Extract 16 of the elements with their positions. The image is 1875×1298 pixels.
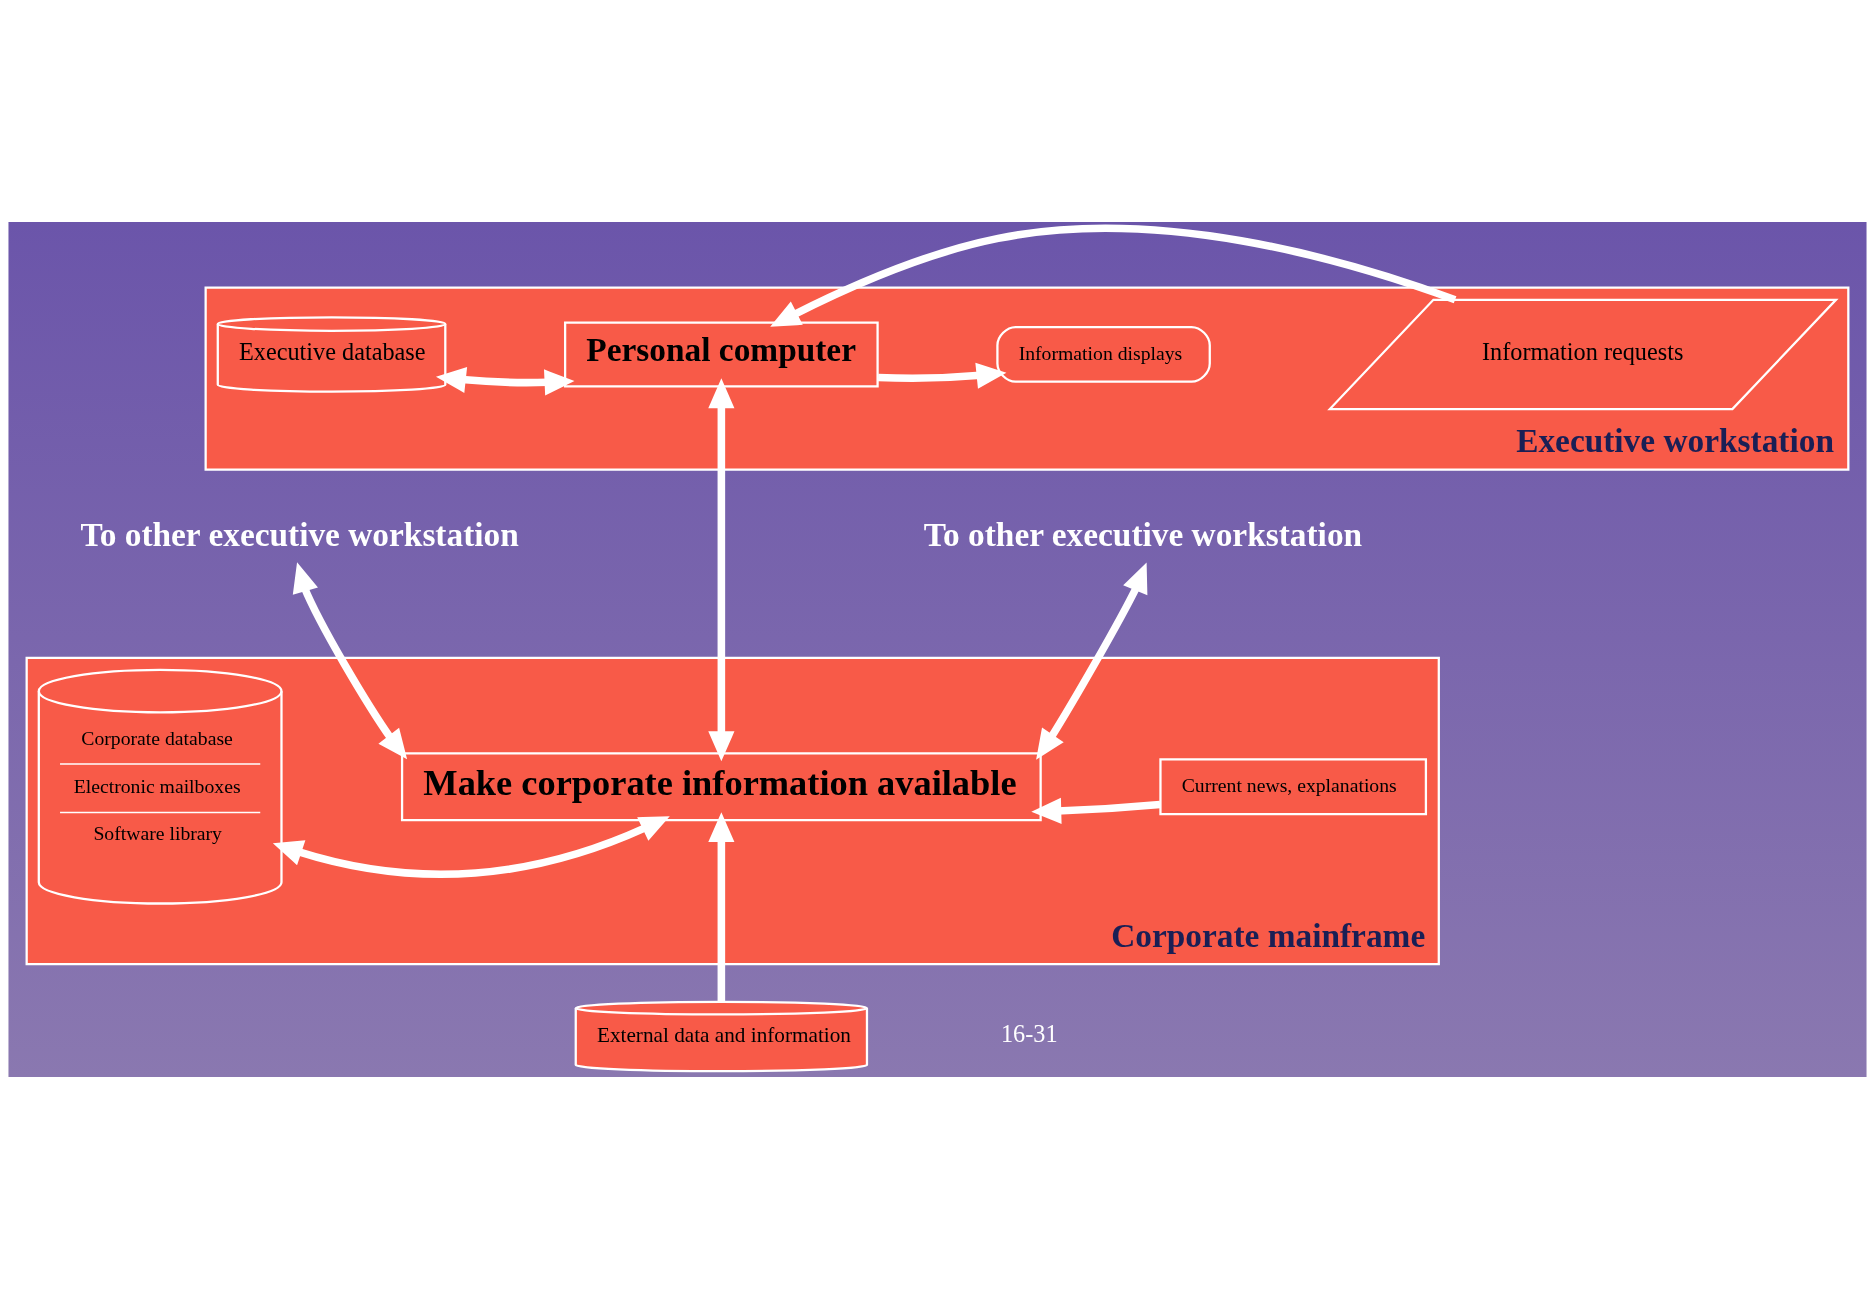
- arrow: [708, 377, 735, 761]
- arrow: [292, 561, 408, 759]
- node-box: Current news, explanations: [1159, 757, 1428, 815]
- arrow: [272, 815, 670, 878]
- node-text: To other executive workstation: [80, 515, 519, 553]
- label: 16-31: [1000, 1019, 1058, 1047]
- node-box: Make corporate information available: [400, 751, 1042, 821]
- node-text: To other executive workstation: [923, 515, 1363, 553]
- arrow: [1031, 797, 1161, 824]
- node-box: Information displays: [996, 325, 1211, 383]
- arrow: [770, 224, 1457, 327]
- arrow: [1036, 562, 1148, 760]
- arrow: [435, 366, 575, 395]
- arrow: [877, 362, 1007, 389]
- node-box: Personal computer: [564, 320, 879, 387]
- arrow: [708, 811, 735, 1002]
